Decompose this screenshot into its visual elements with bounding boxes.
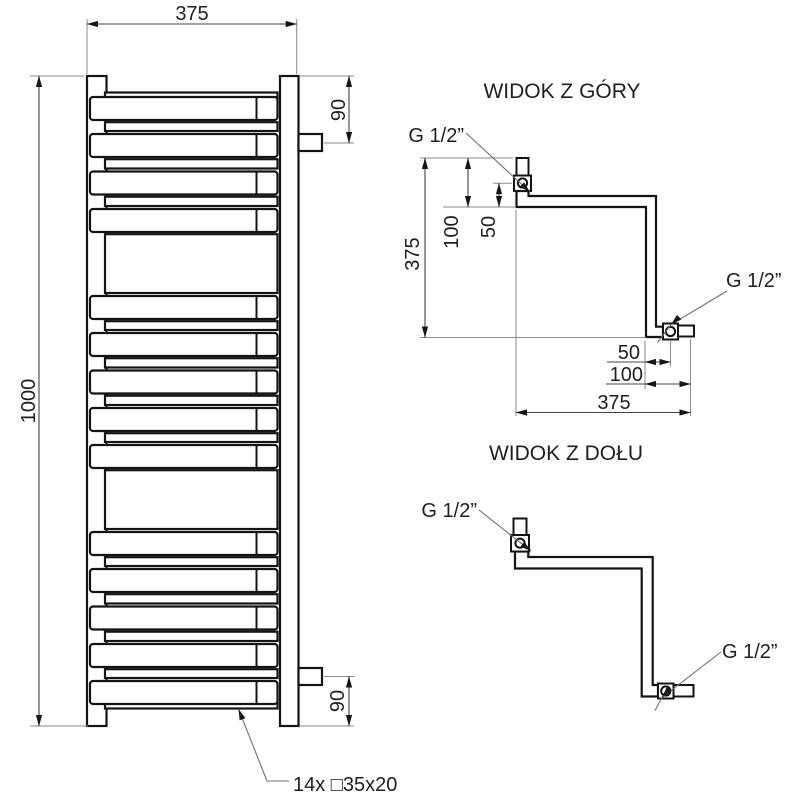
bottom-view-bar-profile xyxy=(513,550,660,698)
dim-tails xyxy=(606,361,645,385)
dim-top-offset-text: 90 xyxy=(328,99,350,121)
bar-gap-panel xyxy=(103,233,279,295)
radiator-bar xyxy=(88,567,279,594)
bottom-view-right-connection-leader xyxy=(654,651,722,711)
dim-bottom-offset-text: 90 xyxy=(327,690,349,712)
bar-gap-panel xyxy=(103,121,279,133)
dim-top-100-text: 100 xyxy=(441,215,463,248)
bottom-view-title: WIDOK Z DOŁU xyxy=(489,442,643,465)
bar-gap-panel xyxy=(103,357,279,369)
radiator-bar xyxy=(88,170,279,196)
bar-gap-panel xyxy=(103,556,279,568)
top-view: WIDOK Z GÓRY 375 100 50 50 100 375 G 1/2… xyxy=(402,80,782,416)
radiator-bar xyxy=(88,132,279,159)
top-view-title: WIDOK Z GÓRY xyxy=(483,80,640,103)
top-view-right-valve-port xyxy=(664,325,677,338)
dim-height-text: 1000 xyxy=(18,379,40,424)
bottom-view-right-connection-label: G 1/2” xyxy=(722,641,778,663)
bar-gap-panel xyxy=(103,432,279,444)
bars-note-leader xyxy=(237,708,289,782)
top-view-left-valve-port xyxy=(516,177,529,189)
bar-gap-panel xyxy=(103,158,279,170)
bar-gap-panel xyxy=(103,668,279,680)
top-view-left-connection-leader xyxy=(465,132,531,193)
top-view-right-connection-label: G 1/2” xyxy=(726,270,782,292)
radiator-bar xyxy=(88,679,279,706)
dim-width-text: 375 xyxy=(175,3,208,25)
bars-note-text: 14x □35x20 xyxy=(293,774,397,796)
dim-bottom-width-text: 375 xyxy=(597,392,630,414)
front-extension-lines xyxy=(30,19,354,727)
top-view-left-connection-label: G 1/2” xyxy=(408,125,464,147)
bottom-connection-stub xyxy=(297,666,324,687)
bar-gap-panel xyxy=(103,593,279,605)
bottom-view-left-connection-leader xyxy=(478,509,532,552)
radiator-bar xyxy=(88,369,279,395)
top-connection-stub xyxy=(297,132,324,153)
radiator-bar xyxy=(88,331,279,358)
bar-gap-panel xyxy=(103,630,279,643)
bottom-view-left-fitting-stub xyxy=(512,517,528,537)
radiator-bar xyxy=(88,605,279,631)
bottom-view: WIDOK Z DOŁU G 1/2” G 1/2” xyxy=(421,442,778,711)
bar-gap-panel xyxy=(103,469,279,531)
dim-bottom-50-text: 50 xyxy=(618,342,640,364)
bottom-view-left-connection-label: G 1/2” xyxy=(421,500,477,522)
radiator-bar xyxy=(88,642,279,669)
dim-bottom-100-text: 100 xyxy=(610,364,643,386)
bars-layer xyxy=(88,91,279,710)
bar-gap-panel xyxy=(103,320,279,332)
radiator-bar xyxy=(88,294,279,321)
top-view-bar-profile xyxy=(515,189,665,339)
radiator-bar xyxy=(88,443,279,470)
radiator-bar xyxy=(88,406,279,433)
top-view-right-connection-leader xyxy=(657,290,728,343)
radiator-bar xyxy=(88,530,279,557)
radiator-bar xyxy=(88,207,279,234)
dim-top-50-text: 50 xyxy=(478,216,500,238)
right-collector-rail xyxy=(278,74,300,728)
bar-gap-panel xyxy=(103,394,279,407)
bar-gap-panel xyxy=(103,195,279,208)
radiator-bar xyxy=(88,95,279,122)
top-view-left-fitting-stub xyxy=(515,157,530,177)
dim-depth-text: 375 xyxy=(402,237,424,270)
top-view-right-fitting-stub xyxy=(677,324,695,338)
front-view: 375 1000 90 90 14x □35x20 xyxy=(18,3,397,796)
